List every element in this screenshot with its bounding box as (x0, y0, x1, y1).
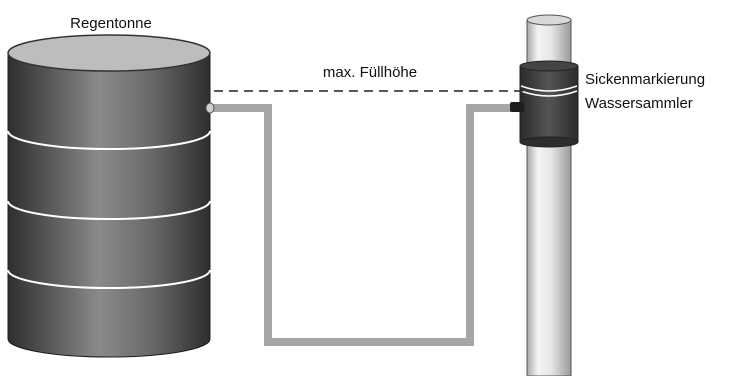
collector-label: Wassersammler (585, 95, 693, 112)
barrel-label: Regentonne (70, 15, 152, 32)
max-level-label: max. Füllhöhe (323, 64, 417, 81)
rain-barrel-icon (7, 34, 215, 358)
collector-sleeve-icon (510, 60, 579, 148)
marking-label: Sickenmarkierung (585, 71, 705, 88)
hose-icon (210, 104, 515, 346)
